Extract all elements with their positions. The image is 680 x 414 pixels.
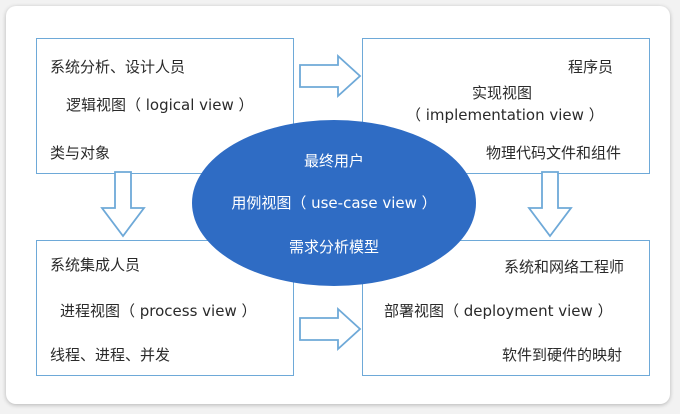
arrow-down-right [527, 171, 573, 238]
deployment-view-title: 部署视图（ deployment view ） [384, 302, 613, 320]
usecase-view-title: 用例视图（ use-case view ） [231, 194, 437, 212]
deployment-desc: 软件到硬件的映射 [502, 346, 623, 364]
logical-role: 系统分析、设计人员 [50, 58, 186, 76]
logical-desc: 类与对象 [50, 144, 111, 162]
use-case-ellipse [192, 120, 476, 286]
logical-view-title: 逻辑视图（ logical view ） [66, 96, 254, 114]
arrow-right-top [299, 53, 362, 99]
implementation-desc: 物理代码文件和组件 [486, 144, 622, 162]
process-role: 系统集成人员 [50, 256, 141, 274]
arrow-down-left [100, 171, 146, 238]
implementation-view-subtitle: （ implementation view ） [406, 106, 604, 124]
usecase-role: 最终用户 [303, 152, 364, 170]
implementation-role: 程序员 [568, 58, 614, 76]
deployment-role: 系统和网络工程师 [504, 258, 625, 276]
process-desc: 线程、进程、并发 [50, 346, 171, 364]
arrow-right-bottom [299, 306, 362, 352]
process-view-title: 进程视图（ process view ） [60, 302, 257, 320]
implementation-view-title: 实现视图 [472, 84, 533, 102]
usecase-desc: 需求分析模型 [288, 238, 379, 256]
